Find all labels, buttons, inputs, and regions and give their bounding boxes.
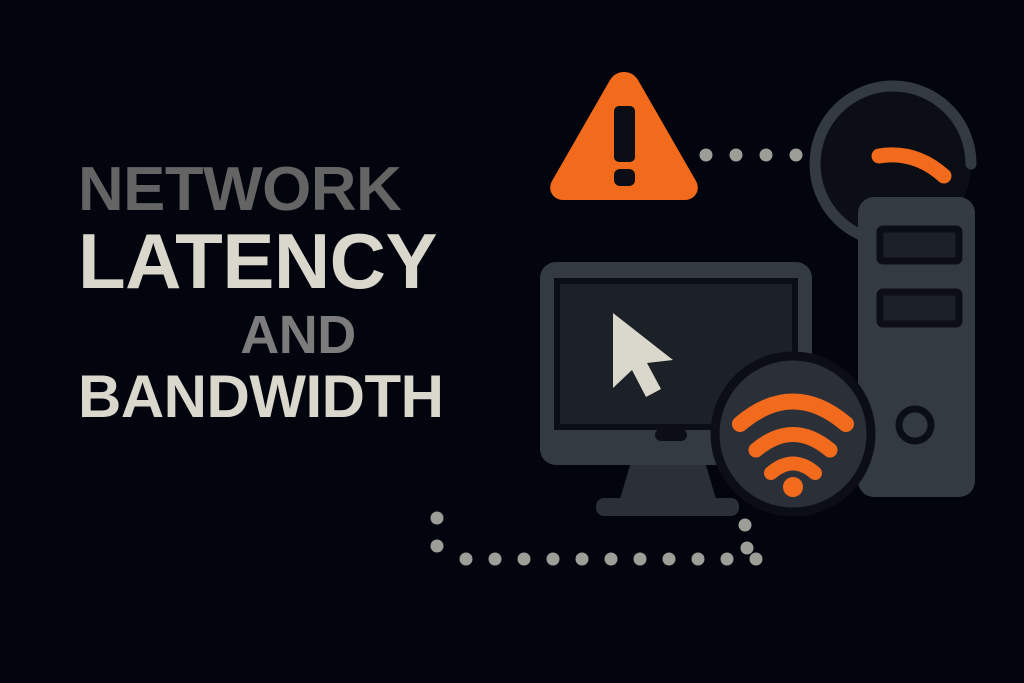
computer-tower-icon [858, 197, 975, 497]
warning-triangle-icon [550, 72, 698, 200]
wifi-signal-icon [710, 351, 876, 517]
headline-line-bandwidth: BANDWIDTH [78, 363, 444, 431]
dotted-connector-bottom-icon [430, 511, 763, 566]
headline-line-and: AND [240, 305, 356, 366]
headline-block: NETWORK LATENCY AND BANDWIDTH [78, 159, 518, 431]
headline-line-network: NETWORK [78, 155, 402, 224]
headline-line-latency: LATENCY [78, 216, 438, 305]
